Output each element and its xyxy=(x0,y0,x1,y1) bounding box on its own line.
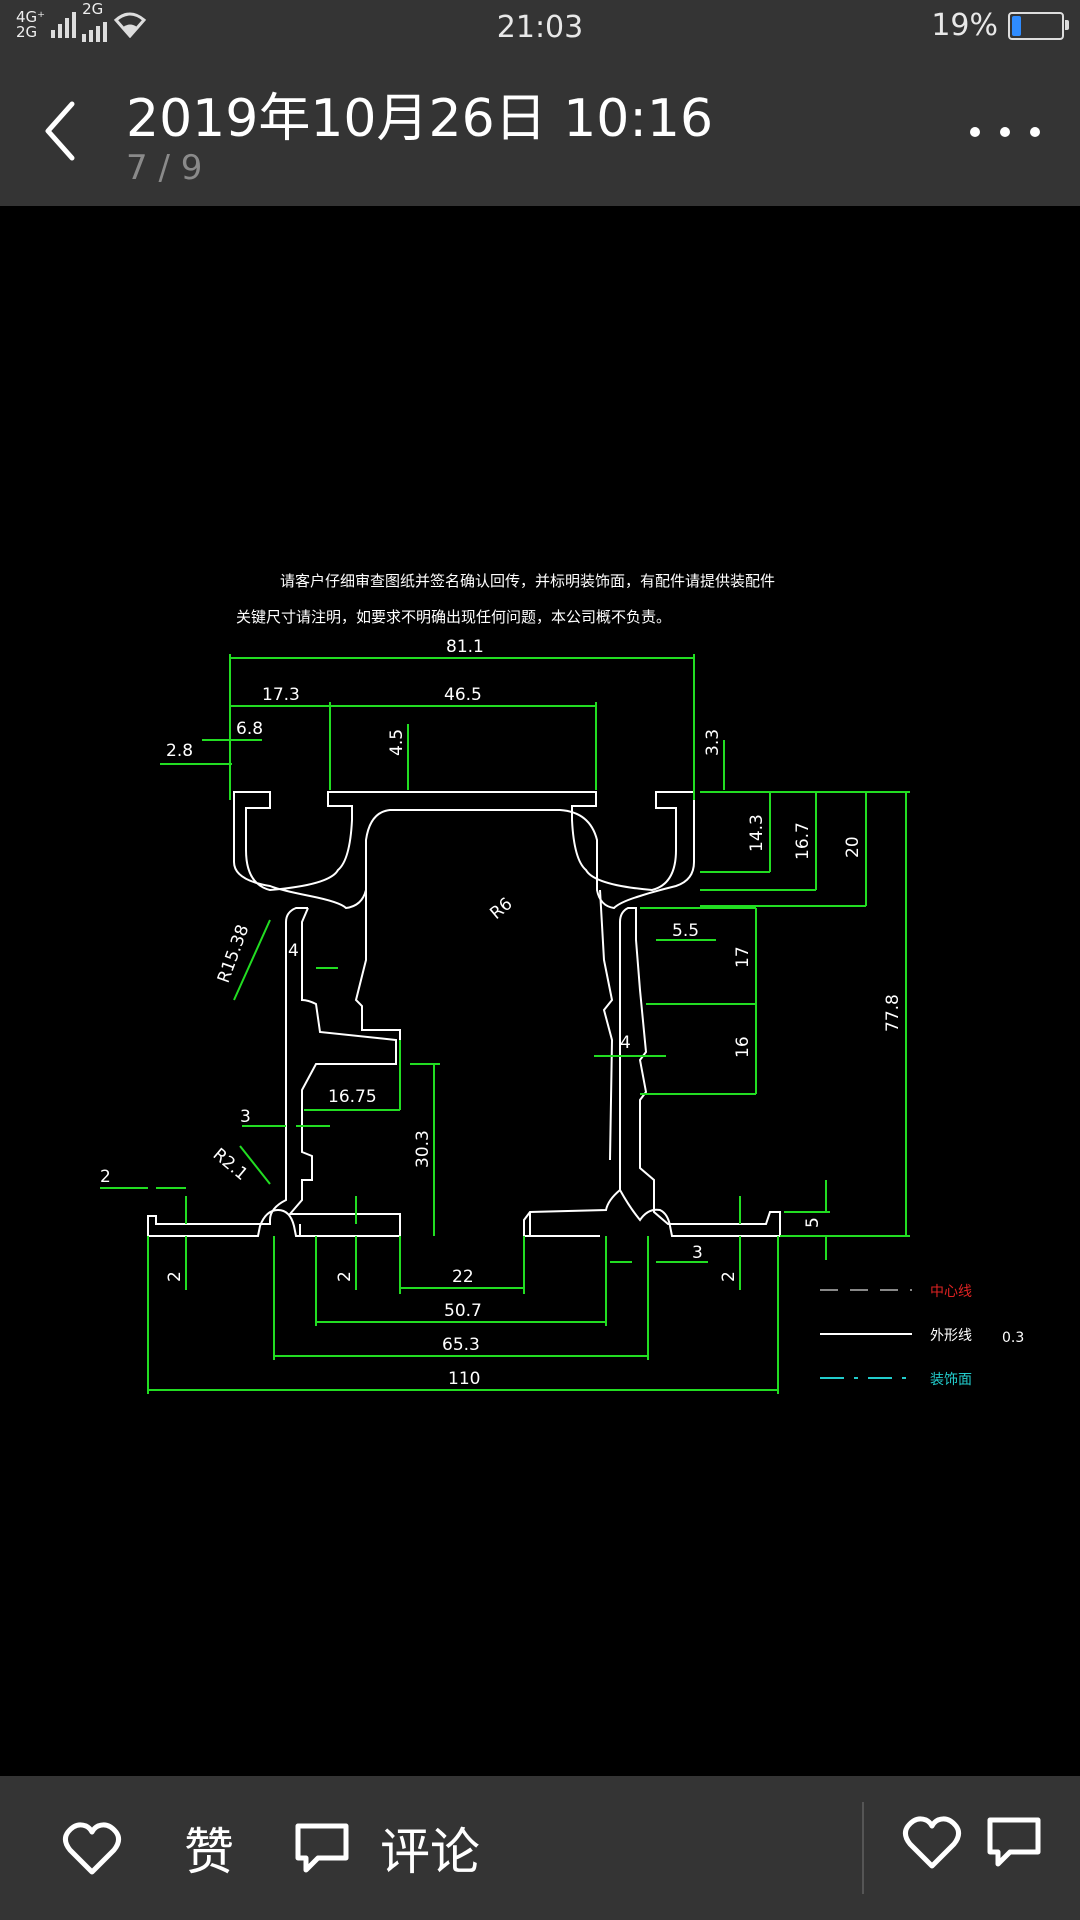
photo-viewer[interactable]: 请客户仔细审查图纸并签名确认回传，并标明装饰面，有配件请提供装配件 关键尺寸请注… xyxy=(0,206,1080,1776)
legend-thickness: 0.3 xyxy=(1002,1330,1024,1346)
header: 2019年10月26日 10:16 7 / 9 xyxy=(0,56,1080,206)
dim-4-5: 4.5 xyxy=(387,729,407,756)
legend-center-line: 中心线 xyxy=(930,1284,972,1300)
radius-r15-38: R15.38 xyxy=(214,922,253,986)
dim-30-3: 30.3 xyxy=(413,1130,433,1168)
radius-r2-1: R2.1 xyxy=(209,1145,252,1185)
dim-65-3: 65.3 xyxy=(442,1335,480,1355)
dim-3-3: 3.3 xyxy=(703,729,723,756)
drawing-legend: 中心线 外形线 0.3 装饰面 xyxy=(820,1284,1024,1388)
legend-outline: 外形线 xyxy=(930,1328,972,1344)
comment-icon xyxy=(295,1823,349,1873)
dim-2-top: 2 xyxy=(100,1167,111,1187)
signal-indicators: 4G⁺ 2G 2G xyxy=(16,2,147,42)
like-button[interactable]: 赞 xyxy=(62,1810,234,1886)
dimension-lines xyxy=(100,654,910,1394)
dim-2-8: 2.8 xyxy=(166,741,193,761)
network-type-bottom: 2G xyxy=(16,23,38,41)
dim-2-bottom-left: 2 xyxy=(165,1271,185,1282)
cad-drawing: 请客户仔细审查图纸并签名确认回传，并标明装饰面，有配件请提供装配件 关键尺寸请注… xyxy=(100,572,1024,1394)
dim-2-bottom-right: 2 xyxy=(719,1271,739,1282)
status-bar: 4G⁺ 2G 2G 21:03 19% xyxy=(0,0,1080,56)
dim-17-3: 17.3 xyxy=(262,685,300,705)
comment-label: 评论 xyxy=(380,1823,480,1881)
dim-20: 20 xyxy=(843,836,863,858)
comment-button[interactable]: 评论 xyxy=(292,1810,480,1886)
dim-3-right: 3 xyxy=(692,1243,703,1263)
dimension-labels: 81.1 17.3 46.5 6.8 2.8 4.5 3.3 14.3 16.7… xyxy=(100,637,903,1389)
signal-bars-2-icon xyxy=(82,16,108,42)
clock: 21:03 xyxy=(496,10,584,45)
dim-2-bottom-mid: 2 xyxy=(335,1271,355,1282)
back-arrow-icon[interactable] xyxy=(38,96,88,166)
battery-icon xyxy=(1008,11,1069,40)
dim-6-8: 6.8 xyxy=(236,719,263,739)
like-label: 赞 xyxy=(184,1823,234,1881)
battery-percent: 19% xyxy=(931,8,998,43)
dim-110: 110 xyxy=(448,1369,480,1389)
dim-50-7: 50.7 xyxy=(444,1301,482,1321)
battery-status: 19% xyxy=(931,8,1069,43)
photo-title: 2019年10月26日 10:16 xyxy=(126,89,714,149)
dim-3-left: 3 xyxy=(240,1107,251,1127)
dim-77-8: 77.8 xyxy=(883,994,903,1032)
dim-17: 17 xyxy=(733,946,753,968)
radius-r6: R6 xyxy=(486,894,516,924)
dim-16: 16 xyxy=(733,1036,753,1058)
dim-46-5: 46.5 xyxy=(444,685,482,705)
wifi-icon xyxy=(113,12,147,38)
dim-4-right: 4 xyxy=(620,1033,631,1053)
drawing-note-2: 关键尺寸请注明，如要求不明确出现任何问题，本公司概不负责。 xyxy=(236,608,671,626)
more-options-icon[interactable] xyxy=(970,112,1040,152)
dim-16-75: 16.75 xyxy=(328,1087,377,1107)
dim-16-7: 16.7 xyxy=(793,822,813,860)
legend-decor-face: 装饰面 xyxy=(930,1372,972,1388)
dim-22: 22 xyxy=(452,1267,474,1287)
photo-counter: 7 / 9 xyxy=(126,148,203,188)
dim-81-1: 81.1 xyxy=(446,637,484,657)
battery-fill xyxy=(1012,15,1021,36)
profile-outline xyxy=(147,791,781,1237)
bottom-divider xyxy=(862,1802,864,1894)
dim-5: 5 xyxy=(803,1217,823,1228)
dim-14-3: 14.3 xyxy=(747,814,767,852)
network-type-top: 4G⁺ xyxy=(16,8,46,26)
signal-bars-icon xyxy=(51,12,77,38)
dim-5-5: 5.5 xyxy=(672,921,699,941)
comment-icon-small[interactable] xyxy=(984,1814,1044,1870)
heart-icon xyxy=(62,1822,122,1875)
network-type: 4G⁺ 2G xyxy=(16,10,45,40)
bottom-action-bar: 赞 评论 xyxy=(0,1776,1080,1920)
heart-icon-small[interactable] xyxy=(902,1814,962,1870)
dim-4-left: 4 xyxy=(288,941,299,961)
network-type-2: 2G xyxy=(82,0,104,18)
drawing-note-1: 请客户仔细审查图纸并签名确认回传，并标明装饰面，有配件请提供装配件 xyxy=(280,572,775,590)
